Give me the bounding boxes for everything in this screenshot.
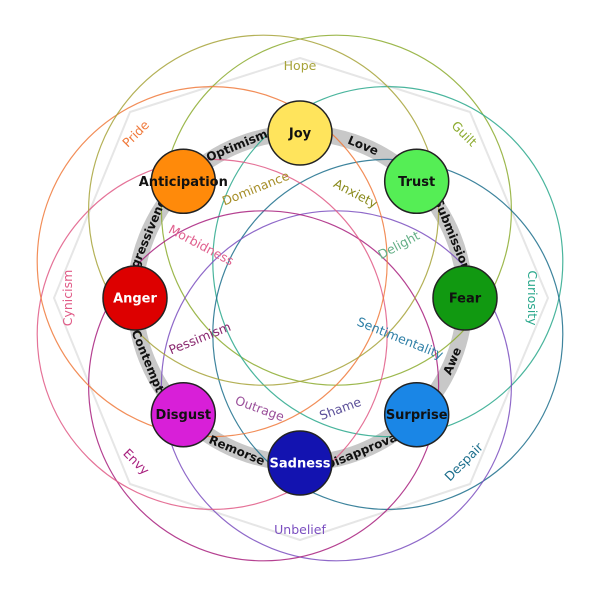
emotion-circle: [432, 265, 498, 331]
emotion-circle: [102, 265, 168, 331]
emotion-label: Fear: [449, 292, 482, 307]
emotion-circle: [150, 148, 217, 215]
emotion-joy: Joy: [267, 100, 333, 166]
emotion-fear: Fear: [432, 265, 498, 331]
emotion-trust: Trust: [383, 148, 450, 215]
emotion-label: Surprise: [386, 408, 448, 423]
emotion-anger: Anger: [102, 265, 168, 331]
emotion-label: Trust: [398, 175, 435, 190]
emotion-label: Disgust: [156, 408, 212, 423]
secondary-dyad-label: Curiosity: [525, 270, 540, 326]
secondary-dyad-label: Unbelief: [274, 522, 326, 537]
emotion-label: Anticipation: [139, 175, 228, 190]
emotion-surprise: Surprise: [383, 381, 450, 448]
emotion-circle: [267, 100, 333, 166]
emotion-disgust: Disgust: [150, 381, 217, 448]
emotion-anticipation: Anticipation: [139, 148, 228, 215]
emotion-label: Anger: [113, 292, 157, 307]
secondary-dyad-label: Hope: [284, 58, 317, 73]
emotion-sadness: Sadness: [267, 430, 333, 496]
emotion-circle: [150, 381, 217, 448]
emotion-circle: [267, 430, 333, 496]
dyad-arc: [88, 34, 440, 386]
secondary-dyad-label: Cynicism: [60, 270, 75, 327]
dyad-arc: [36, 86, 388, 438]
emotion-circle: [383, 381, 450, 448]
emotion-label: Joy: [288, 127, 312, 142]
emotion-circle: [383, 148, 450, 215]
emotion-label: Sadness: [270, 457, 331, 472]
dyad-arcs: [36, 34, 564, 562]
